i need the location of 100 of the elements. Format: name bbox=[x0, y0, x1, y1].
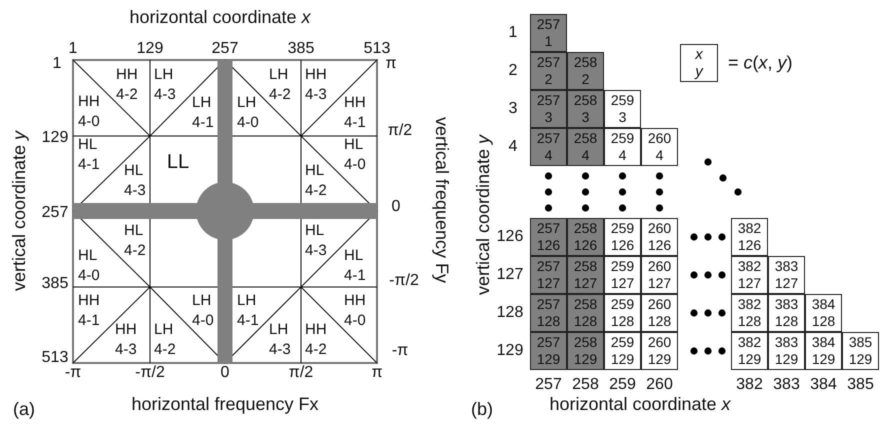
cell-value: 4 bbox=[656, 147, 664, 164]
cell-value: 126 bbox=[648, 237, 672, 254]
tick-label: 258 bbox=[572, 376, 599, 394]
grid-cell bbox=[768, 256, 805, 294]
cell-value: 2 bbox=[544, 71, 552, 88]
coefficient-key-box bbox=[680, 44, 718, 82]
axis-title: vertical coordinate y bbox=[474, 134, 494, 296]
cell-value: 382 bbox=[738, 334, 762, 351]
subband-label: HL 4-1 bbox=[78, 135, 101, 175]
cell-value: 127 bbox=[574, 275, 598, 292]
cell-value: 257 bbox=[536, 220, 560, 237]
grid-cell bbox=[604, 218, 641, 256]
cell-value: 382 bbox=[738, 258, 762, 275]
cell-value: 127 bbox=[648, 275, 672, 292]
tick-label: 129 bbox=[42, 129, 68, 147]
grid-cell bbox=[641, 332, 678, 370]
cell-value: 127 bbox=[774, 275, 798, 292]
grid-cell bbox=[567, 128, 604, 166]
subband-label: HH 4-1 bbox=[344, 93, 367, 133]
subband-label: HH 4-2 bbox=[305, 320, 328, 360]
axis-title: horizontal coordinate x bbox=[549, 395, 731, 415]
cell-value: 3 bbox=[544, 109, 552, 126]
tick-label: -π bbox=[392, 342, 408, 360]
cell-value: 258 bbox=[574, 334, 598, 351]
cell-value: 128 bbox=[738, 313, 762, 330]
tick-label: 127 bbox=[496, 266, 524, 284]
cell-value: 257 bbox=[536, 54, 560, 71]
cell-value: 258 bbox=[574, 296, 598, 313]
tick-label: -π/2 bbox=[135, 364, 165, 382]
subband-label: HH 4-1 bbox=[78, 291, 101, 331]
cell-value: 126 bbox=[738, 237, 762, 254]
cell-value: 128 bbox=[812, 313, 836, 330]
subband-label: HL 4-2 bbox=[124, 221, 147, 261]
cell-value: 383 bbox=[774, 258, 798, 275]
tick-label: 129 bbox=[496, 342, 524, 360]
tick-label: 0 bbox=[220, 364, 230, 382]
cell-value: 260 bbox=[648, 258, 672, 275]
cell-value: 129 bbox=[536, 351, 560, 368]
axis-title: vertical frequency Fy bbox=[431, 116, 451, 284]
subband-label: HL 4-0 bbox=[78, 246, 101, 286]
grid-cell bbox=[530, 128, 567, 166]
tick-label: 1 bbox=[508, 24, 518, 42]
cell-value: 258 bbox=[574, 54, 598, 71]
grid-cell bbox=[641, 128, 678, 166]
tick-label: 384 bbox=[810, 376, 837, 394]
cell-value: 257 bbox=[536, 92, 560, 109]
cell-value: 129 bbox=[738, 351, 762, 368]
tick-label: 513 bbox=[42, 349, 68, 367]
subband-label: HL 4-0 bbox=[344, 135, 367, 175]
tick-label: π bbox=[385, 55, 397, 73]
tick-label: 382 bbox=[736, 376, 763, 394]
cell-value: 129 bbox=[774, 351, 798, 368]
subband-label: HL 4-3 bbox=[124, 161, 147, 201]
subband-label: HH 4-2 bbox=[116, 65, 139, 105]
cell-value: 258 bbox=[574, 130, 598, 147]
grid-cell bbox=[768, 332, 805, 370]
grid-cell bbox=[604, 294, 641, 332]
panel-label: (b) bbox=[471, 400, 493, 420]
grid-cell bbox=[530, 52, 567, 90]
grid-cell bbox=[567, 332, 604, 370]
cell-value: 384 bbox=[812, 296, 836, 313]
subband-label: LH 4-0 bbox=[192, 291, 215, 331]
cell-value: 126 bbox=[574, 237, 598, 254]
cell-value: 2 bbox=[582, 71, 590, 88]
cell-value: 126 bbox=[536, 237, 560, 254]
subband-label: HH 4-3 bbox=[305, 65, 328, 105]
tick-label: 259 bbox=[609, 376, 636, 394]
subband-label: HL 4-2 bbox=[305, 161, 328, 201]
tick-label: 1 bbox=[68, 40, 78, 58]
tick-label: 385 bbox=[847, 376, 874, 394]
tick-label: 1 bbox=[52, 55, 62, 73]
cell-value: 257 bbox=[536, 334, 560, 351]
subband-label: LL bbox=[166, 151, 190, 173]
cell-value: 128 bbox=[648, 313, 672, 330]
cell-value: 385 bbox=[848, 334, 872, 351]
grid-cell bbox=[731, 256, 768, 294]
grid-cell bbox=[768, 294, 805, 332]
grid-cell bbox=[530, 332, 567, 370]
subband-label: LH 4-1 bbox=[237, 291, 260, 331]
cell-value: 382 bbox=[738, 296, 762, 313]
cell-value: 259 bbox=[610, 296, 634, 313]
panel-label: (a) bbox=[13, 400, 35, 420]
cell-value: 127 bbox=[610, 275, 634, 292]
grid-cell bbox=[641, 218, 678, 256]
subband-label: HH 4-0 bbox=[78, 92, 101, 132]
subband-label: HH 4-3 bbox=[115, 320, 138, 360]
grid-cell bbox=[530, 256, 567, 294]
cell-value: 257 bbox=[536, 296, 560, 313]
tick-label: 2 bbox=[508, 62, 518, 80]
subband-label: LH 4-2 bbox=[269, 65, 292, 105]
tick-label: π bbox=[371, 364, 383, 382]
tick-label: -π/2 bbox=[389, 272, 419, 290]
cell-value: 1 bbox=[544, 33, 552, 50]
grid-cell bbox=[567, 90, 604, 128]
subband-label: HL 4-1 bbox=[344, 246, 367, 286]
axis-title: vertical coordinate y bbox=[10, 130, 30, 292]
subband-label: LH 4-3 bbox=[154, 65, 177, 105]
cell-value: 260 bbox=[648, 130, 672, 147]
grid-cell bbox=[842, 332, 879, 370]
cell-value: 259 bbox=[610, 258, 634, 275]
